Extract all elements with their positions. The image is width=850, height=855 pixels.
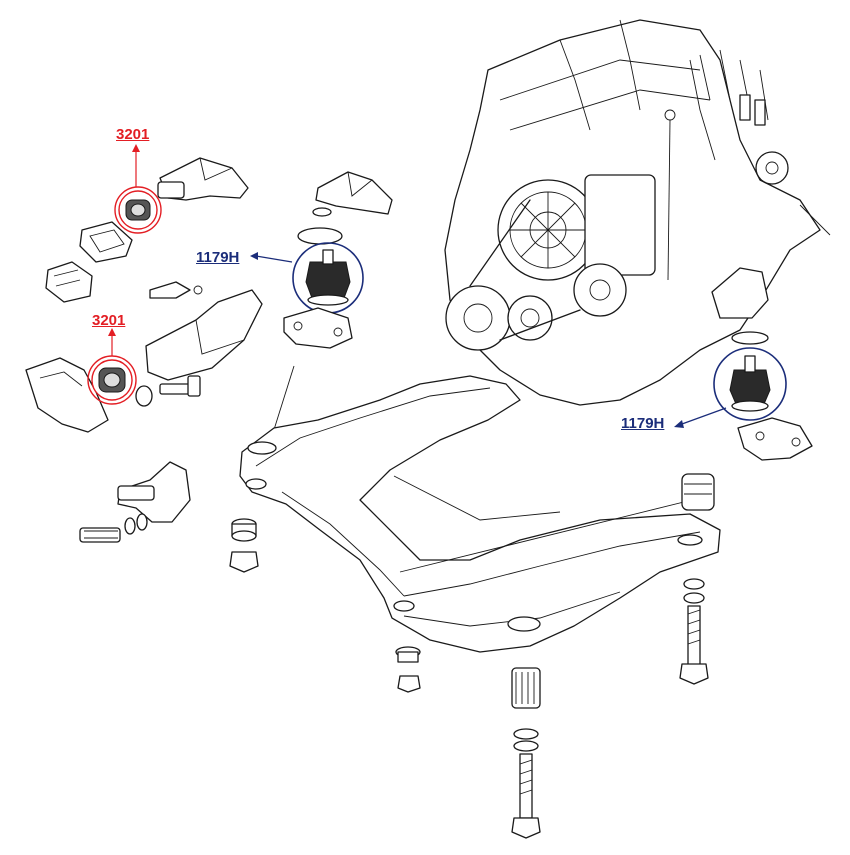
engine-mount-1179h-right [713, 331, 813, 461]
leader-3201-top [132, 144, 140, 187]
gearbox-mount-arm [145, 281, 263, 381]
bushing-3201-mid [87, 355, 137, 405]
leader-1179h-left [250, 252, 293, 263]
right-subframe-bushing [679, 473, 715, 685]
part-number-1179h-left[interactable]: 1179H [196, 249, 240, 266]
part-number-3201-top[interactable]: 3201 [116, 126, 150, 143]
gearbox-mount-bracket-lower [25, 357, 109, 433]
leader-1179h-right [674, 407, 727, 428]
leader-3201-mid [108, 328, 116, 356]
part-number-3201-mid[interactable]: 3201 [92, 312, 126, 329]
engine-block [444, 19, 831, 406]
center-bottom-fasteners [395, 646, 541, 839]
lower-left-bracket [79, 461, 191, 543]
gearbox-mount-bracket-upper [45, 157, 249, 303]
engine-mount-1179h-left [283, 227, 364, 349]
left-fastener-stack [229, 518, 259, 573]
engine-bracket-top-left [312, 171, 393, 217]
bushing-3201-top [114, 186, 162, 234]
part-number-1179h-right[interactable]: 1179H [621, 415, 665, 432]
subframe [239, 375, 721, 653]
bolt-washer-mid [135, 375, 201, 407]
